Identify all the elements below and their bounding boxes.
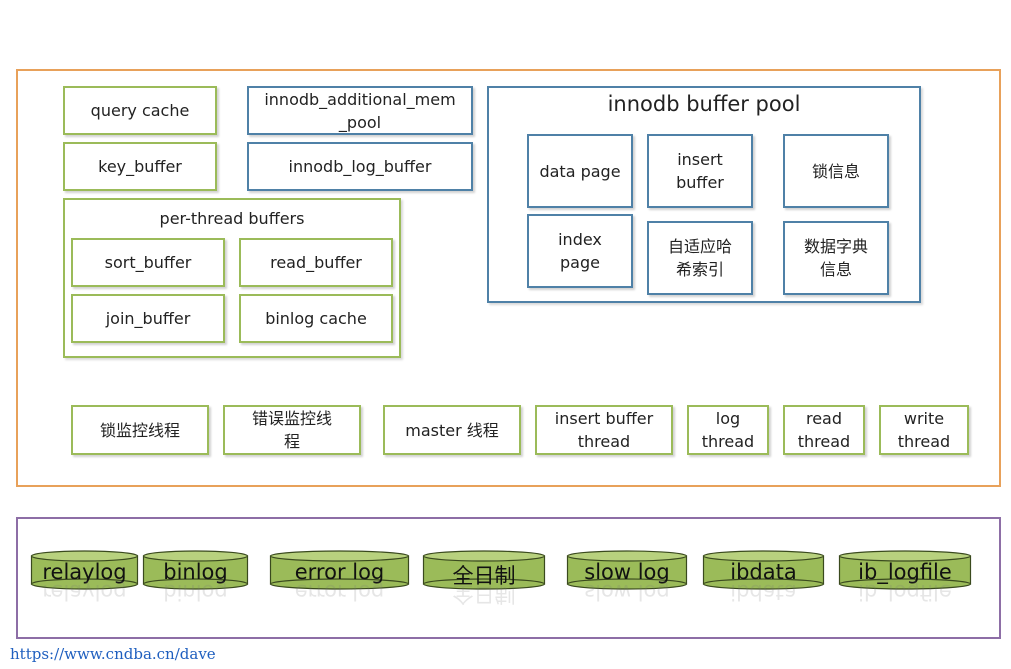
data-dictionary-line1: 数据字典 [803,237,868,256]
innodb-log-buffer-box: innodb_log_buffer [247,142,473,191]
insert-buffer-thread-box: insert buffer thread [535,405,673,455]
data-dictionary-line2: 信息 [819,260,852,279]
memory-area [16,69,1001,487]
binlog-cylinder-icon [142,550,249,590]
additional-mem-pool-line1: innodb_additional_mem [264,89,456,109]
full-log-reflection: 全日制 [452,582,516,606]
per-thread-buffers-title: per-thread buffers [159,209,305,228]
buffer-pool-title: innodb buffer pool [607,92,801,116]
insert-buffer-thread-line2: thread [577,432,631,451]
adaptive-hash-line2: 希索引 [675,260,724,279]
insert-buffer-line2: buffer [676,173,724,192]
master-thread-box: master 线程 [383,405,521,455]
binlog-file: binlog binlog [142,549,249,609]
data-dictionary-box: 数据字典 信息 [783,221,889,295]
relaylog-reflection: relaylog [42,580,127,604]
error-log-label: error log [294,560,385,584]
lock-monitor-thread-label: 锁监控线程 [99,420,180,440]
error-monitor-line2: 程 [283,432,300,451]
write-thread-line2: thread [897,432,951,451]
query-cache-box: query cache [63,86,217,135]
relaylog-cylinder-icon [30,550,139,590]
adaptive-hash-index-box: 自适应哈 希索引 [647,221,753,295]
lock-info-box: 锁信息 [783,134,889,208]
ibdata-label: ibdata [730,560,797,584]
data-page-label: data page [539,161,621,181]
slow-log-reflection: slow log [584,580,670,604]
error-monitor-line1: 错误监控线 [251,409,332,428]
error-log-cylinder-icon [269,550,410,590]
full-log-cylinder-icon [422,550,546,590]
sort-buffer-box: sort_buffer [71,238,225,287]
binlog-cache-label: binlog cache [265,309,367,328]
ib-logfile-file: ib_logfile ib_logfile [838,549,972,609]
binlog-label: binlog [163,560,228,584]
sort-buffer-label: sort_buffer [104,253,192,272]
ibdata-reflection: ibdata [730,580,797,604]
slow-log-cylinder-icon [566,550,688,590]
lock-monitor-thread-box: 锁监控线程 [71,405,209,455]
disk-files-area [16,517,1001,639]
binlog-reflection: binlog [163,580,228,604]
error-log-reflection: error log [294,580,385,604]
write-thread-line1: write [903,409,945,428]
key-buffer-label: key_buffer [98,157,182,176]
read-buffer-box: read_buffer [239,238,393,287]
master-thread-label: master 线程 [405,420,499,440]
index-page-box: index page [527,214,633,288]
innodb-log-buffer-label: innodb_log_buffer [288,157,432,176]
watermark-url: https://www.cndba.cn/dave [10,645,216,663]
ibdata-cylinder-icon [702,550,825,590]
read-buffer-label: read_buffer [270,253,362,272]
key-buffer-box: key_buffer [63,142,217,191]
join-buffer-label: join_buffer [105,309,191,328]
error-monitor-thread-box: 错误监控线 程 [223,405,361,455]
slow-log-file: slow log slow log [566,549,688,609]
index-page-line1: index [558,230,602,249]
insert-buffer-box: insert buffer [647,134,753,208]
index-page-line2: page [560,253,600,272]
slow-log-label: slow log [584,560,670,584]
innodb-additional-mem-pool-box: innodb_additional_mem _pool [247,86,473,135]
ib-logfile-cylinder-icon [838,550,972,590]
insert-buffer-thread-line1: insert buffer [554,409,654,428]
read-thread-box: read thread [783,405,865,455]
relaylog-label: relaylog [42,560,127,584]
full-log-label: 全日制 [452,564,516,588]
read-thread-line2: thread [797,432,851,451]
query-cache-label: query cache [90,101,190,120]
full-log-file: 全日制 全日制 [422,549,546,609]
adaptive-hash-line1: 自适应哈 [667,237,732,256]
write-thread-box: write thread [879,405,969,455]
log-thread-line1: log [715,409,741,428]
relaylog-file: relaylog relaylog [30,549,139,609]
binlog-cache-box: binlog cache [239,294,393,343]
ibdata-file: ibdata ibdata [702,549,825,609]
error-log-file: error log error log [269,549,410,609]
read-thread-line1: read [805,409,843,428]
data-page-box: data page [527,134,633,208]
join-buffer-box: join_buffer [71,294,225,343]
insert-buffer-line1: insert [677,150,723,169]
log-thread-line2: thread [701,432,755,451]
additional-mem-pool-line2: _pool [338,112,382,132]
ib-logfile-label: ib_logfile [858,560,952,584]
log-thread-box: log thread [687,405,769,455]
ib-logfile-reflection: ib_logfile [858,580,952,604]
lock-info-label: 锁信息 [811,161,860,181]
